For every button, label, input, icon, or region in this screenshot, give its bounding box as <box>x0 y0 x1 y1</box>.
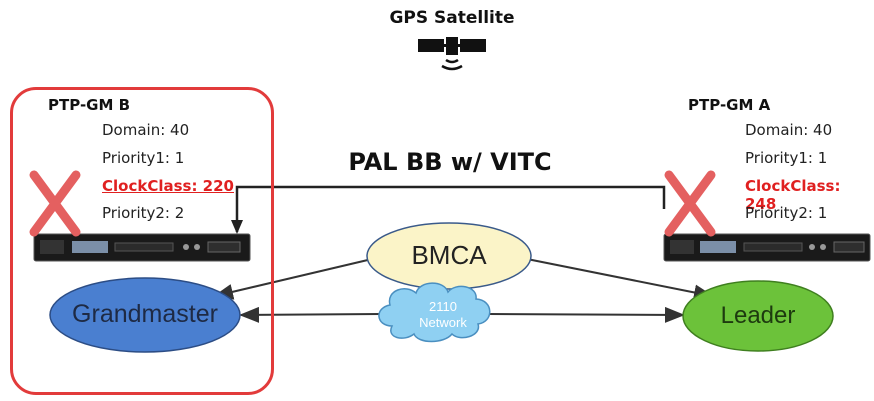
signal-label: PAL BB w/ VITC <box>348 148 552 176</box>
gm-a-priority2: Priority2: 1 <box>745 204 828 222</box>
satellite-label: GPS Satellite <box>389 8 515 28</box>
gm-a-domain: Domain: 40 <box>745 121 833 139</box>
bmca-label: BMCA <box>411 240 487 270</box>
network-to-leader-arrow <box>487 306 685 323</box>
gm-b-title: PTP-GM B <box>48 96 131 114</box>
leader-label: Leader <box>720 302 796 329</box>
grandmaster-label: Grandmaster <box>72 300 218 328</box>
failure-x-icon-a <box>664 170 716 237</box>
device-b-icon <box>33 233 251 262</box>
network-to-grandmaster-arrow <box>239 306 383 323</box>
network-label-line2: Network <box>419 315 467 330</box>
pal-signal-line <box>235 185 666 232</box>
device-a-icon <box>663 233 871 262</box>
gm-a-title: PTP-GM A <box>688 96 771 114</box>
bmca-to-leader-arrow <box>526 258 714 301</box>
selected-grandmaster-box <box>10 87 274 395</box>
network-cloud-icon <box>378 282 491 343</box>
gm-b-domain: Domain: 40 <box>102 121 190 139</box>
gm-a-clockclass: ClockClass: 248 <box>745 177 841 213</box>
network-label-line1: 2110 <box>429 299 457 314</box>
gm-a-priority1: Priority1: 1 <box>745 149 828 167</box>
gm-b-priority1: Priority1: 1 <box>102 149 185 167</box>
bmca-to-grandmaster-arrow <box>213 258 373 300</box>
bmca-node <box>366 222 532 290</box>
pal-signal-arrowhead <box>231 220 243 234</box>
gm-b-priority2: Priority2: 2 <box>102 204 185 222</box>
grandmaster-node <box>49 277 241 353</box>
failure-x-icon-b <box>29 170 81 237</box>
satellite-icon <box>418 37 486 71</box>
leader-node <box>682 280 834 352</box>
gm-b-clockclass: ClockClass: 220 <box>102 177 234 195</box>
